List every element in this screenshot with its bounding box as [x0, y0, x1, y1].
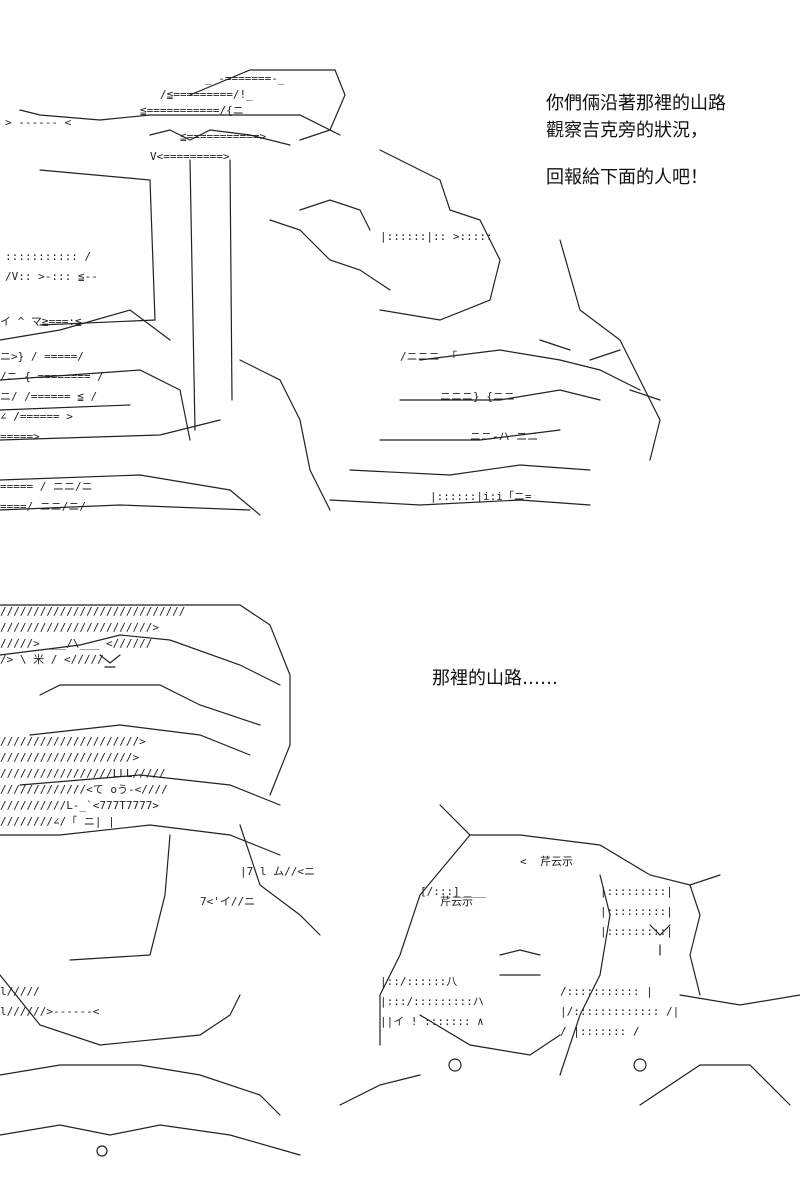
- svg-text:≦===========>: ≦===========>: [180, 130, 266, 143]
- manga-panel-2: //////////////////////////// ///////////…: [0, 595, 800, 1195]
- svg-text:V<=========>: V<=========>: [150, 150, 230, 163]
- svg-text://///////////////LLL/////: /////////////////LLL/////: [0, 767, 166, 780]
- svg-text:/ニ { ======== /: /ニ { ======== /: [0, 370, 104, 383]
- svg-text:[/:::]____: [/:::]____: [420, 885, 487, 898]
- svg-text:::::::::::: /: ::::::::::: /: [5, 250, 91, 263]
- svg-text:=====>: =====>: [0, 430, 40, 443]
- svg-text:∠ /====== >: ∠ /====== >: [0, 410, 73, 423]
- svg-text:> ------ <: > ------ <: [5, 116, 72, 129]
- svg-text:/ニニニ-「: /ニニニ-「: [400, 350, 457, 363]
- svg-text:|::::::|i:i「ニ=: |::::::|i:i「ニ=: [430, 490, 532, 503]
- svg-text://////////L-_`<777T7777>: //////////L-_`<777T7777>: [0, 799, 159, 812]
- ascii-art-mountain-scene: _ -=======-_ /≦=========/!_ ≦===========…: [0, 69, 661, 516]
- annotation-label: 芹云示: [540, 855, 573, 868]
- dialogue-text-2: 那裡的山路……: [432, 665, 558, 692]
- svg-text://///////////<て oう-<////: /////////////<て oう-<////: [0, 783, 168, 796]
- ascii-art-characters-scene: //////////////////////////// ///////////…: [0, 604, 800, 1157]
- svg-text:ニ>} / =====/: ニ>} / =====/: [0, 350, 84, 363]
- svg-text:|:::::::::|: |:::::::::|: [600, 905, 673, 918]
- svg-text:====/ ニニ/ニ/: ====/ ニニ/ニ/: [0, 500, 86, 513]
- svg-text:|::/::::::八: |::/::::::八: [380, 975, 457, 988]
- svg-text://///> ___/\___ <//////: /////> ___/\___ <//////: [0, 637, 152, 650]
- dialogue-text-1: 你們倆沿著那裡的山路 觀察吉克旁的狀況， 回報給下面的人吧！: [546, 90, 726, 191]
- dialogue-line: 觀察吉克旁的狀況，: [546, 120, 708, 141]
- svg-text:|:::/:::::::::ハ: |:::/:::::::::ハ: [380, 995, 484, 1008]
- svg-text:イ ^ マ≧===:≦: イ ^ マ≧===:≦: [0, 315, 82, 328]
- svg-text:<: <: [520, 855, 527, 868]
- svg-text:/> \ 米 / </////: /> \ 米 / </////: [0, 653, 104, 666]
- svg-text:|7 l ム//<ニ: |7 l ム//<ニ: [240, 865, 315, 878]
- svg-text://///////////////////>: /////////////////////>: [0, 735, 146, 748]
- svg-text:////////∠/「 ニ| |: ////////∠/「 ニ| |: [0, 815, 115, 828]
- svg-text:/ |::::::: /: / |::::::: /: [560, 1025, 639, 1038]
- svg-text:≦===========/{ニ: ≦===========/{ニ: [140, 104, 244, 117]
- svg-text:|::::::|:: >:::::: |::::::|:: >:::::: [380, 230, 493, 243]
- svg-text:ニニニ} {ニニ: ニニニ} {ニニ: [440, 390, 515, 403]
- dialogue-line: 回報給下面的人吧！: [546, 167, 708, 188]
- svg-text:|:::::::::|: |:::::::::|: [600, 885, 673, 898]
- svg-text:7<'イ//ニ: 7<'イ//ニ: [200, 895, 255, 908]
- annotation-label: 芹云示: [440, 895, 473, 908]
- svg-text:===== / ニニ/ニ: ===== / ニニ/ニ: [0, 480, 93, 493]
- svg-text:/::::::::::: |: /::::::::::: |: [560, 985, 653, 998]
- svg-text:|:::::::::|: |:::::::::|: [600, 925, 673, 938]
- svg-text:ニ/ /====== ≦ /: ニ/ /====== ≦ /: [0, 390, 97, 403]
- svg-text:_ -=======-_: _ -=======-_: [205, 72, 285, 85]
- svg-text:////////////////////>: ////////////////////>: [0, 751, 139, 764]
- svg-text:///////////////////////>: ///////////////////////>: [0, 621, 159, 634]
- svg-text:/V:: >-::: ≦--: /V:: >-::: ≦--: [5, 270, 98, 283]
- dialogue-line: 你們倆沿著那裡的山路: [546, 93, 726, 114]
- svg-text:|/::::::::::::: /|: |/::::::::::::: /|: [560, 1005, 679, 1018]
- manga-panel-1: _ -=======-_ /≦=========/!_ ≦===========…: [0, 60, 800, 530]
- dialogue-line: 那裡的山路……: [432, 668, 558, 689]
- svg-text:/≦=========/!_: /≦=========/!_: [160, 88, 253, 101]
- svg-text:////////////////////////////: ////////////////////////////: [0, 605, 185, 618]
- svg-text:l/////: l/////: [0, 985, 40, 998]
- svg-text:||イ ! ::::::: ∧: ||イ ! ::::::: ∧: [380, 1015, 484, 1028]
- svg-text:l//////>------<: l//////>------<: [0, 1005, 100, 1018]
- svg-text:ニニ-ハ ニニ: ニニ-ハ ニニ: [470, 430, 538, 443]
